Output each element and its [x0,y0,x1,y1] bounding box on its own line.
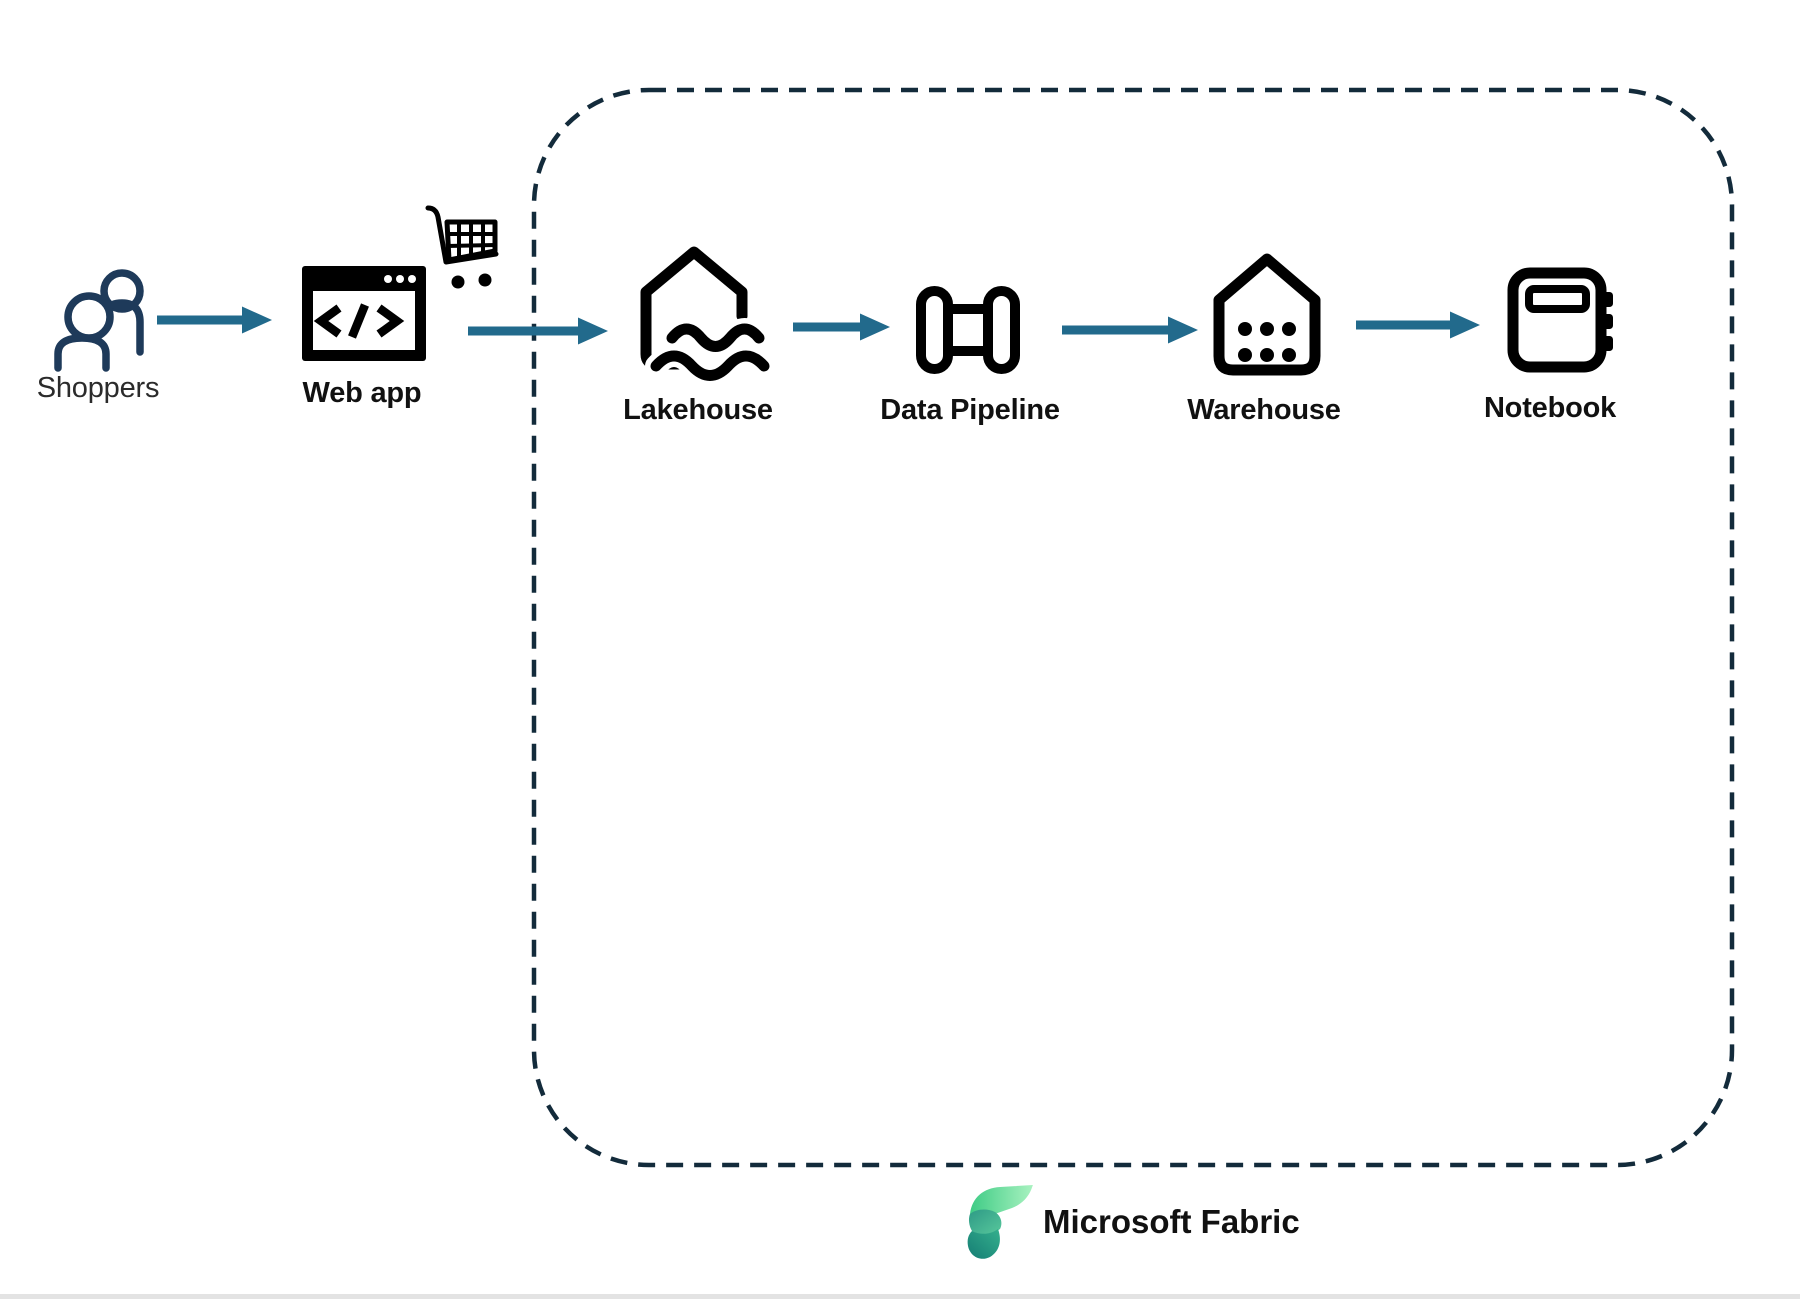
arrow-shoppers-to-webapp [157,306,272,334]
data-pipeline-label: Data Pipeline [880,394,1060,426]
lakehouse-label: Lakehouse [623,394,773,426]
shoppers-label: Shoppers [36,372,160,404]
microsoft-fabric-label: Microsoft Fabric [1043,1203,1300,1240]
browser-code-icon [302,266,426,361]
fabric-boundary-dashed-border [531,87,1735,1168]
web-app-label: Web app [302,377,422,409]
arrow-pipeline-to-warehouse [1062,316,1198,344]
arrow-warehouse-to-notebook [1356,311,1480,339]
pipeline-icon [916,286,1020,374]
warehouse-label: Warehouse [1187,394,1341,426]
people-icon [54,269,144,372]
shopping-cart-icon [425,205,499,289]
notebook-icon [1507,267,1613,373]
edge-arrows [157,306,1480,345]
warehouse-icon [1213,253,1321,376]
arrow-webapp-to-lakehouse [468,317,608,345]
lakehouse-icon [640,246,775,387]
bottom-divider [0,1294,1800,1299]
notebook-label: Notebook [1483,392,1617,424]
microsoft-fabric-logo [967,1185,1033,1259]
arrow-lakehouse-to-pipeline [793,313,890,341]
